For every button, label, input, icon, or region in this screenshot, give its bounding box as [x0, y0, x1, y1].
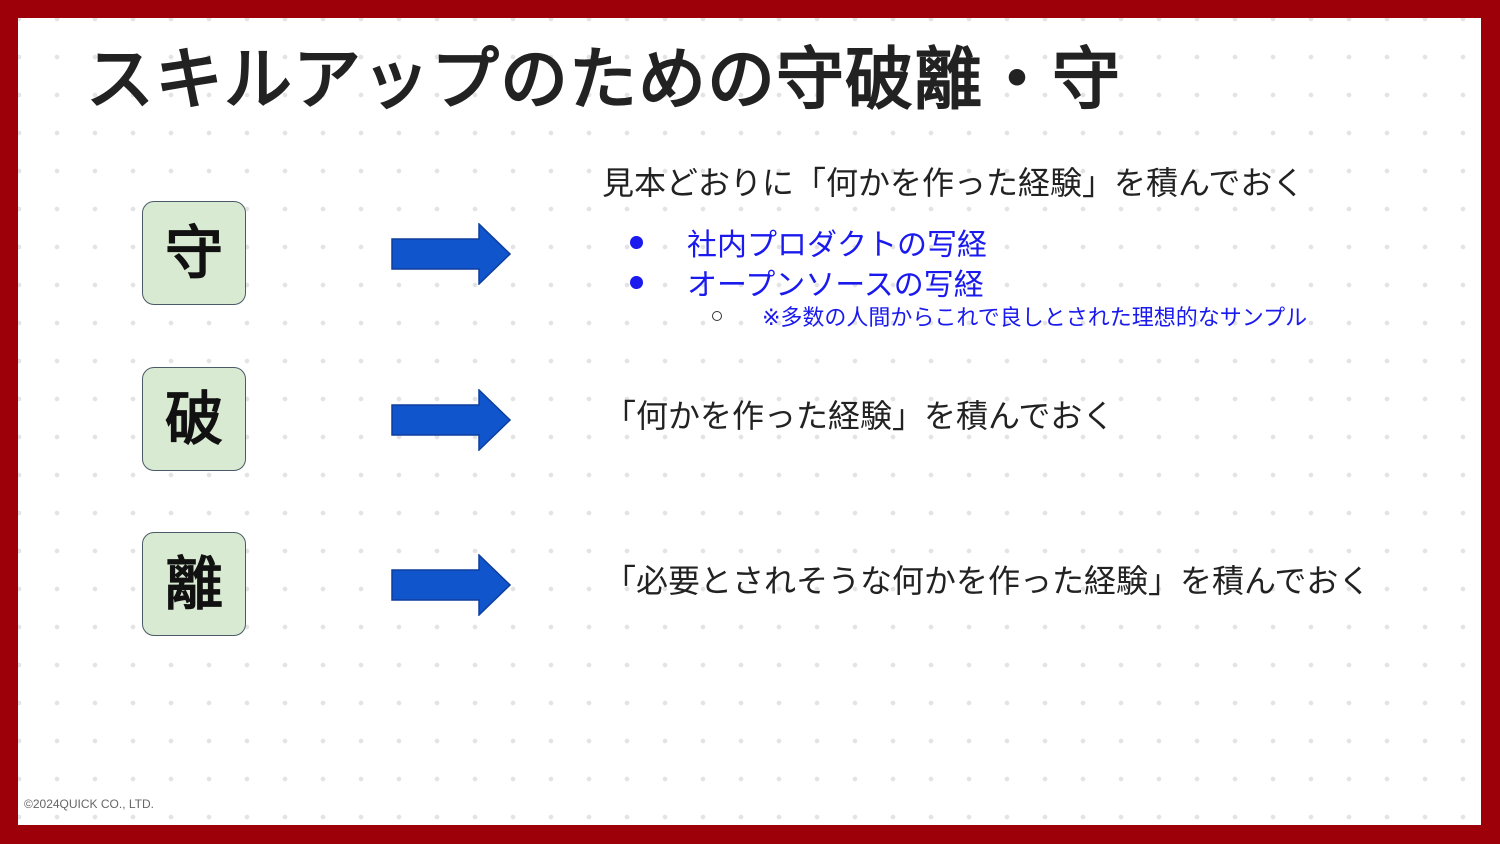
- bullet-text: 社内プロダクトの写経: [687, 228, 987, 263]
- kanji-label-ha: 破: [164, 385, 223, 453]
- bullet-dot-icon: [630, 275, 643, 289]
- bullet-ring-icon: [712, 311, 722, 321]
- list-item: 社内プロダクトの写経: [630, 222, 987, 263]
- shu-description: 見本どおりに「何かを作った経験」を積んでおく: [602, 164, 1305, 202]
- copyright-footer: ©2024QUICK CO., LTD.: [24, 797, 154, 811]
- right-arrow-icon: [391, 389, 511, 451]
- ha-description: 「何かを作った経験」を積んでおく: [604, 397, 1115, 435]
- kanji-label-shu: 守: [164, 219, 223, 287]
- kanji-box-shu: 守: [142, 201, 246, 305]
- kanji-box-ha: 破: [142, 367, 246, 471]
- bullet-dot-icon: [630, 235, 643, 249]
- right-arrow-icon: [391, 223, 511, 285]
- kanji-box-ri: 離: [142, 532, 246, 636]
- kanji-label-ri: 離: [164, 550, 223, 618]
- slide: スキルアップのための守破離・守 守 見本どおりに「何かを作った経験」を積んでおく…: [18, 18, 1481, 825]
- shu-sub-bullet: ※多数の人間からこれで良しとされた理想的なサンプル: [712, 301, 1307, 331]
- sub-bullet-text: ※多数の人間からこれで良しとされた理想的なサンプル: [762, 306, 1308, 331]
- list-item: オープンソースの写経: [630, 262, 987, 303]
- ri-description: 「必要とされそうな何かを作った経験」を積んでおく: [604, 562, 1371, 600]
- bullet-text: オープンソースの写経: [687, 268, 984, 303]
- shu-bullet-list: 社内プロダクトの写経 オープンソースの写経: [630, 222, 987, 303]
- slide-title: スキルアップのための守破離・守: [86, 41, 1122, 120]
- right-arrow-icon: [391, 554, 511, 616]
